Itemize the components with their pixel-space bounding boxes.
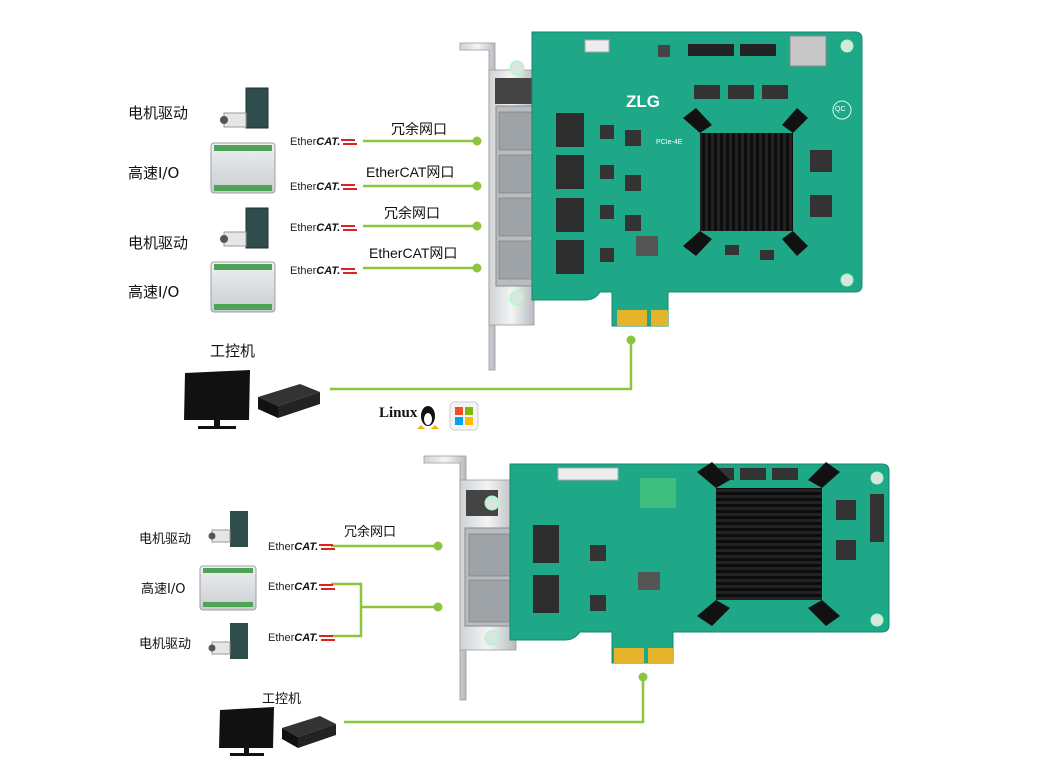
bottom-ethercat-logo-1: EtherCAT. <box>268 541 336 553</box>
bottom-heatsink <box>716 488 822 600</box>
top-motor-drive-1 <box>220 87 269 129</box>
bottom-device-label-2: 高速I/O <box>141 582 186 597</box>
bottom-port-label-1: 冗余网口 <box>344 525 397 540</box>
board-brand: ZLG <box>626 92 660 111</box>
top-ethercat-logo-1: EtherCAT. <box>290 136 358 148</box>
bottom-motor-drive-1 <box>208 511 248 547</box>
top-box-pc <box>258 384 320 418</box>
top-ipc-label: 工控机 <box>210 342 256 360</box>
board-model: PCIe-4E <box>656 139 683 146</box>
top-motor-drive-2 <box>220 207 269 249</box>
top-ethercat-logo-4: EtherCAT. <box>290 265 358 277</box>
bottom-box-pc <box>282 716 336 748</box>
top-ethercat-logo-3: EtherCAT. <box>290 222 358 234</box>
top-device-label-1: 电机驱动 <box>128 104 189 122</box>
bottom-connection-lines <box>331 544 645 724</box>
top-port-label-2: EtherCAT网口 <box>366 164 455 180</box>
top-monitor <box>184 370 250 429</box>
bottom-monitor <box>219 707 274 756</box>
bottom-ethercat-logo-3: EtherCAT. <box>268 632 336 644</box>
bottom-ethercat-logo-2: EtherCAT. <box>268 581 336 593</box>
bottom-high-speed-io <box>199 565 257 611</box>
bottom-device-label-1: 电机驱动 <box>139 532 192 547</box>
board-qc: QC <box>835 106 846 113</box>
top-high-speed-io-1 <box>210 142 276 194</box>
top-heatsink <box>700 133 793 231</box>
bottom-pcb-board <box>484 462 890 664</box>
top-port-label-1: 冗余网口 <box>391 121 447 137</box>
top-usb-port <box>495 78 535 104</box>
linux-logo-text: Linux <box>379 405 418 421</box>
top-device-label-4: 高速I/O <box>128 283 180 301</box>
bottom-ipc-label: 工控机 <box>262 692 302 707</box>
top-port-label-3: 冗余网口 <box>384 205 440 221</box>
top-device-label-2: 高速I/O <box>128 164 180 182</box>
bottom-motor-drive-2 <box>208 623 248 659</box>
windows-logo-icon <box>449 401 479 431</box>
linux-tux-icon <box>417 406 439 429</box>
bottom-line-endpoints <box>433 541 648 682</box>
top-high-speed-io-2 <box>210 261 276 313</box>
top-pcb-board <box>509 31 863 327</box>
bottom-device-label-3: 电机驱动 <box>139 637 192 652</box>
top-ethercat-logo-2: EtherCAT. <box>290 181 358 193</box>
top-port-label-4: EtherCAT网口 <box>369 245 458 261</box>
top-line-endpoints <box>472 136 636 345</box>
top-connection-lines <box>330 139 633 391</box>
top-device-label-3: 电机驱动 <box>128 234 189 252</box>
